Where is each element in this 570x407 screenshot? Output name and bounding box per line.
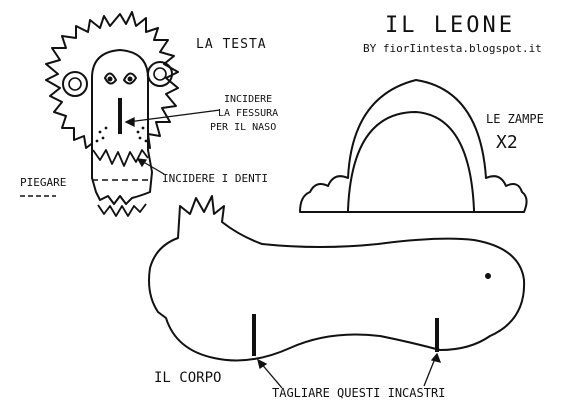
paws-count: X2	[496, 132, 518, 153]
lion-head	[45, 11, 179, 217]
page-title: IL LEONE	[385, 13, 515, 38]
body-eye	[485, 273, 491, 279]
teeth-arrow	[136, 158, 165, 175]
paws-outline	[299, 79, 528, 213]
paws-label: LE ZAMPE	[486, 112, 544, 126]
lion-paws	[299, 79, 528, 213]
nose-label-line3: PER IL NASO	[210, 122, 276, 133]
nose-arrow	[124, 109, 221, 128]
nose-label-line2: LA FESSURA	[218, 108, 278, 119]
slot-arrows	[257, 352, 442, 389]
teeth-label: INCIDERE I DENTI	[162, 172, 268, 185]
slots-label: TAGLIARE QUESTI INCASTRI	[272, 386, 445, 400]
head-label: LA TESTA	[196, 37, 267, 52]
body-outline	[148, 195, 526, 362]
whisker-dots	[95, 126, 148, 143]
upper-teeth	[92, 149, 149, 167]
credit-text: BY fiorIintesta.blogspot.it	[363, 42, 542, 55]
fold-label: PIEGARE	[20, 176, 66, 189]
right-ear	[147, 61, 173, 87]
body-label: IL CORPO	[154, 370, 221, 386]
left-ear	[62, 71, 88, 97]
nose-label-line1: INCIDERE	[224, 94, 272, 105]
lower-teeth	[97, 203, 147, 217]
lion-body	[148, 195, 526, 362]
